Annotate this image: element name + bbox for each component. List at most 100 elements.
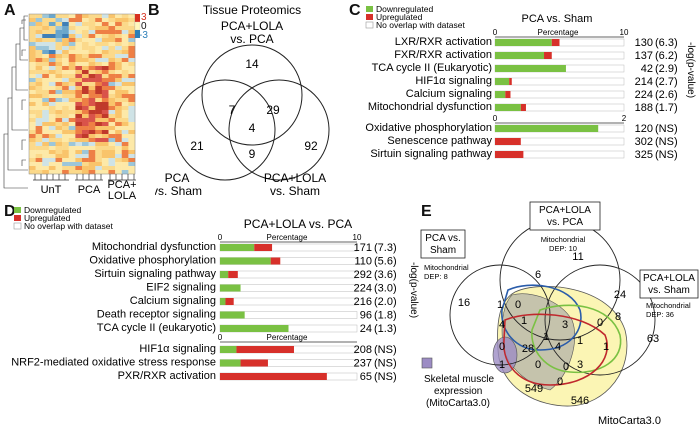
heatmap-cell (108, 62, 116, 67)
skeletal-label-l1: Skeletal muscle (424, 374, 494, 385)
heatmap-cell (62, 158, 69, 163)
heatmap-cell (128, 158, 136, 163)
heatmap-cell (48, 50, 56, 55)
pathway-pvalue: (7.3) (374, 242, 397, 254)
heatmap-cell (115, 22, 122, 27)
venn-title: Tissue Proteomics (203, 3, 301, 17)
heatmap-cell (75, 106, 83, 111)
heatmap-cell (88, 102, 96, 107)
heatmap-cell (88, 50, 96, 55)
heatmap-cell (95, 62, 103, 67)
heatmap-cell (82, 66, 89, 71)
heatmap-cell (29, 98, 36, 103)
heatmap-cell (108, 102, 116, 107)
heatmap-cell (88, 66, 96, 71)
heatmap-cell (121, 98, 129, 103)
heatmap-cell (95, 70, 103, 75)
heatmap-cell (62, 30, 69, 35)
heatmap-cell (55, 110, 63, 115)
heatmap-cell (55, 46, 63, 51)
heatmap-cell (88, 138, 96, 143)
heatmap-cell (29, 102, 36, 107)
legend-swatch-none (365, 21, 374, 29)
heatmap-cell (128, 134, 136, 139)
heatmap-cell (62, 110, 69, 115)
heatmap-cell (55, 94, 63, 99)
heatmap-cell (108, 98, 116, 103)
heatmap-cell (35, 162, 43, 167)
heatmap-cell (35, 154, 43, 159)
skeletal-legend-swatch (421, 357, 433, 369)
heatmap-cell (29, 118, 36, 123)
heatmap-cell (88, 154, 96, 159)
heatmap-cell (128, 70, 136, 75)
heatmap-cell (55, 22, 63, 27)
heatmap-cell (42, 154, 50, 159)
box-right-l2: vs. Sham (648, 285, 690, 296)
heatmap-cell (35, 106, 43, 111)
pathway-label: PXR/RXR activation (118, 370, 216, 382)
heatmap-cell (108, 38, 116, 43)
heatmap-cell (35, 126, 43, 131)
heatmap-cell (95, 114, 103, 119)
chart-c-axis-min: 0 (493, 28, 498, 37)
heatmap-cell (42, 66, 50, 71)
heatmap-cell (35, 170, 43, 175)
heatmap-cell (29, 158, 36, 163)
heatmap-cell (42, 170, 50, 175)
heatmap-cell (88, 146, 96, 151)
heatmap-cell (108, 146, 116, 151)
heatmap-cell (35, 66, 43, 71)
panel-letter-c: C (349, 2, 361, 19)
heatmap-cell (95, 18, 103, 23)
heatmap-cell (62, 150, 69, 155)
box-pca-lola-vs-sham (639, 269, 699, 299)
heatmap-cell (42, 78, 50, 83)
heatmap-cell (75, 170, 83, 175)
heatmap-cell (68, 98, 76, 103)
panel-letter-a: A (4, 2, 16, 19)
count-4b: 4 (555, 341, 561, 353)
heatmap-cell (48, 90, 56, 95)
heatmap-cell (95, 166, 103, 171)
count-6: 6 (535, 269, 541, 281)
heatmap-cell (42, 14, 50, 19)
heatmap-cell (101, 42, 109, 47)
heatmap-cell (82, 50, 89, 55)
pathway-pvalue: (NS) (655, 136, 678, 148)
heatmap-cell (88, 54, 96, 59)
heatmap-cell (42, 86, 50, 91)
heatmap-cell (121, 122, 129, 127)
heatmap-cell (29, 54, 36, 59)
heatmap-cell (75, 46, 83, 51)
heatmap-cell (108, 118, 116, 123)
pathway-label: Calcium signaling (406, 88, 492, 100)
heatmap-cell (62, 154, 69, 159)
pathway-label: Sirtuin signaling pathway (370, 148, 492, 160)
heatmap-cell (48, 122, 56, 127)
heatmap-cell (35, 158, 43, 163)
heatmap-cell (101, 158, 109, 163)
heatmap-cell (68, 50, 76, 55)
heatmap-cell (128, 150, 136, 155)
sub-top-l1: Mitochondrial (541, 235, 586, 244)
heatmap-cell (48, 78, 56, 83)
heatmap-cell (101, 54, 109, 59)
heatmap-cell (128, 18, 136, 23)
heatmap-cell (82, 14, 89, 19)
heatmap-cell (82, 30, 89, 35)
heatmap-cell (101, 126, 109, 131)
chart-d-axis2-min: 0 (218, 333, 223, 342)
count-16: 16 (458, 297, 470, 309)
sub-right-l2: DEP: 36 (646, 310, 674, 319)
heatmap-cell (35, 14, 43, 19)
heatmap-cell (48, 62, 56, 67)
heatmap-cell (108, 90, 116, 95)
heatmap-cell (101, 46, 109, 51)
